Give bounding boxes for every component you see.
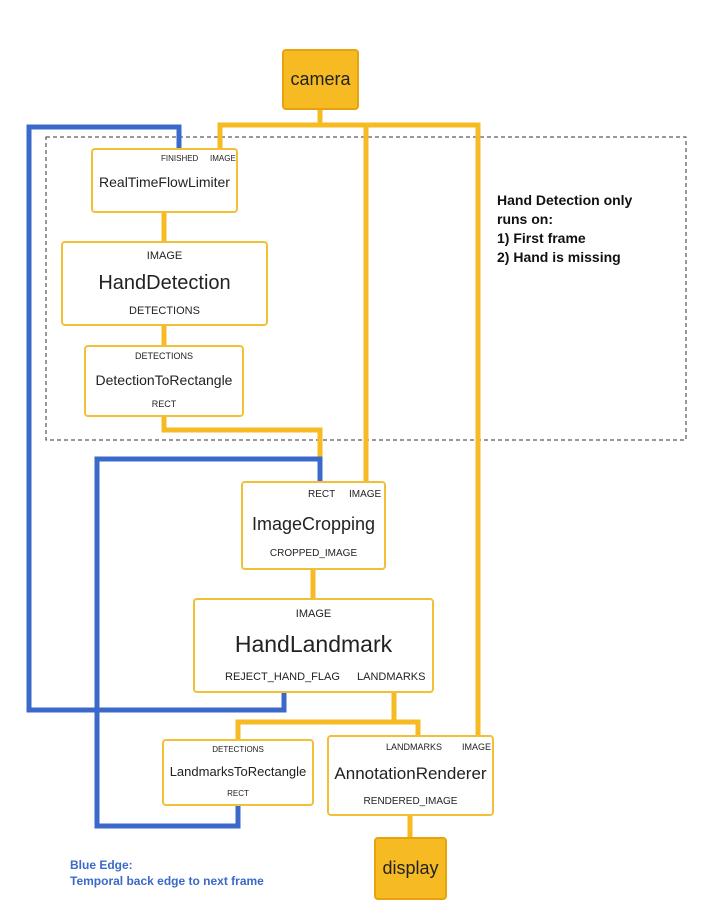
detection-to-rectangle-node[interactable]: DETECTIONS DetectionToRectangle RECT	[84, 345, 244, 417]
landmarks-to-rectangle-node[interactable]: DETECTIONS LandmarksToRectangle RECT	[162, 739, 314, 806]
back-edge-reject-flag-to-rtfl	[26, 124, 287, 713]
note-line-4: 2) Hand is missing	[497, 249, 621, 265]
port-detections: DETECTIONS	[212, 745, 264, 754]
port-image: IMAGE	[146, 250, 183, 262]
node-title: AnnotationRenderer	[334, 764, 487, 783]
edge-dettorect-to-imagecropping	[161, 416, 323, 482]
port-landmarks: LANDMARKS	[386, 742, 443, 752]
hand-detection-node[interactable]: IMAGE HandDetection DETECTIONS	[61, 241, 268, 326]
edge-camera-to-rtfl	[217, 110, 323, 148]
back-edge-rect-to-imagecropping	[94, 456, 323, 829]
legend-title: Blue Edge:	[70, 858, 133, 872]
display-node[interactable]: display	[374, 837, 447, 900]
node-title: HandLandmark	[234, 631, 393, 657]
port-landmarks: LANDMARKS	[357, 671, 426, 683]
camera-node[interactable]: camera	[282, 49, 359, 110]
detection-note: Hand Detection only runs on: 1) First fr…	[497, 191, 632, 267]
port-detections: DETECTIONS	[129, 305, 200, 317]
edge-camera-to-imagecropping	[320, 122, 369, 482]
display-label: display	[382, 858, 439, 878]
node-title: LandmarksToRectangle	[169, 764, 307, 779]
realtime-flow-limiter-node[interactable]: FINISHED IMAGE RealTimeFlowLimiter	[91, 148, 238, 213]
port-image: IMAGE	[295, 608, 332, 620]
node-title: HandDetection	[98, 272, 231, 294]
edge-camera-to-annotation	[366, 122, 481, 736]
port-rect: RECT	[308, 489, 336, 500]
annotation-renderer-node[interactable]: LANDMARKS IMAGE AnnotationRenderer RENDE…	[327, 735, 494, 816]
legend: Blue Edge: Temporal back edge to next fr…	[70, 857, 264, 889]
port-finished: FINISHED	[161, 154, 199, 163]
port-image: IMAGE	[349, 489, 382, 500]
legend-text: Temporal back edge to next frame	[70, 874, 264, 888]
port-image: IMAGE	[462, 742, 492, 752]
edge-handlandmark-to-annotation	[394, 719, 421, 736]
port-rendered-image: RENDERED_IMAGE	[363, 796, 458, 807]
port-image: IMAGE	[210, 154, 236, 163]
note-line-2: runs on:	[497, 211, 553, 227]
port-rect: RECT	[227, 789, 249, 798]
port-reject-hand-flag: REJECT_HAND_FLAG	[225, 671, 340, 683]
note-line-1: Hand Detection only	[497, 192, 633, 208]
port-rect: RECT	[151, 399, 177, 409]
node-title: ImageCropping	[251, 514, 376, 534]
note-line-3: 1) First frame	[497, 230, 586, 246]
port-detections: DETECTIONS	[134, 351, 193, 361]
image-cropping-node[interactable]: RECT IMAGE ImageCropping CROPPED_IMAGE	[241, 481, 386, 570]
camera-label: camera	[290, 69, 351, 89]
edge-handlandmark-to-lmtorect	[235, 692, 397, 740]
node-title: RealTimeFlowLimiter	[99, 174, 230, 190]
port-cropped-image: CROPPED_IMAGE	[269, 548, 358, 559]
node-title: DetectionToRectangle	[95, 372, 233, 388]
hand-landmark-node[interactable]: IMAGE HandLandmark REJECT_HAND_FLAG LAND…	[193, 598, 434, 693]
